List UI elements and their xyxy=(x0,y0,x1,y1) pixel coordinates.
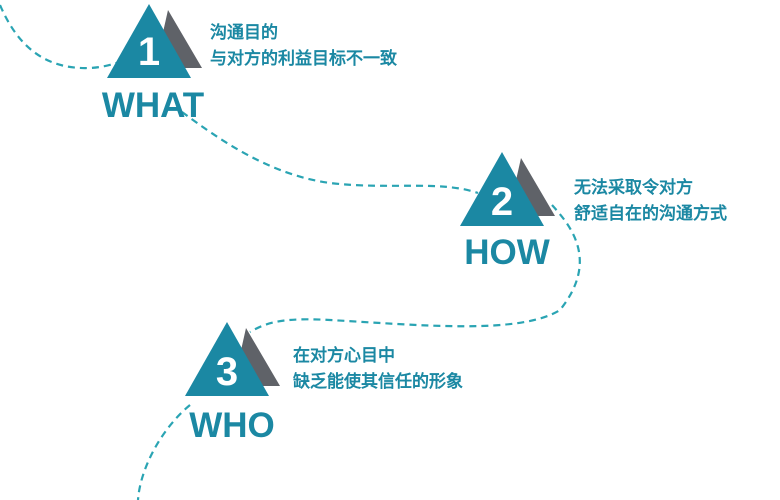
description-line: 无法采取令对方 xyxy=(574,178,693,198)
step-description: 无法采取令对方 舒适自在的沟通方式 xyxy=(574,175,727,227)
step-number: 3 xyxy=(215,350,239,394)
step-keyword: WHAT xyxy=(101,86,205,125)
triangle-marker-icon xyxy=(185,322,280,396)
description-line: 在对方心目中 xyxy=(293,346,395,366)
description-line: 舒适自在的沟通方式 xyxy=(574,204,727,224)
step-description: 沟通目的 与对方的利益目标不一致 xyxy=(210,20,397,72)
triangle-marker-icon xyxy=(107,4,202,78)
step-number: 2 xyxy=(490,180,514,224)
description-line: 沟通目的 xyxy=(210,23,278,43)
step-keyword: WHO xyxy=(189,406,275,445)
step-keyword: HOW xyxy=(464,233,550,272)
description-line: 与对方的利益目标不一致 xyxy=(210,49,397,69)
step-description: 在对方心目中 缺乏能使其信任的形象 xyxy=(293,343,463,395)
triangle-marker-icon xyxy=(460,152,555,226)
step-number: 1 xyxy=(137,30,161,74)
description-line: 缺乏能使其信任的形象 xyxy=(293,372,463,392)
